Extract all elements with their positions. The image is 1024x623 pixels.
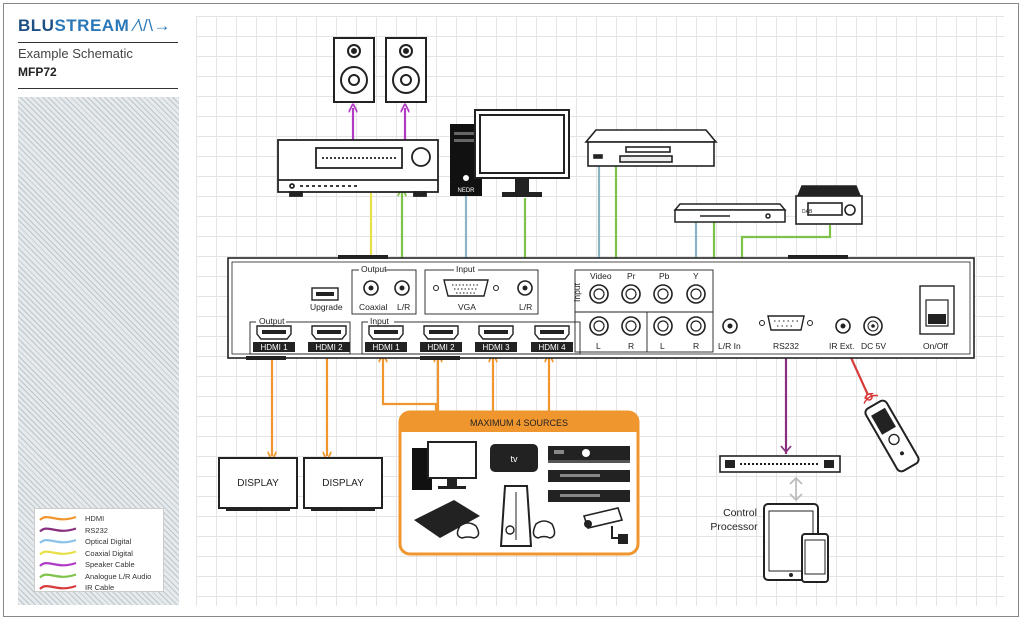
dab-radio-icon: DAB <box>795 185 863 225</box>
cable-legend <box>34 508 164 592</box>
vga-audio-port <box>517 280 533 296</box>
rs232-port <box>759 315 813 331</box>
monitor-icon <box>474 109 570 197</box>
lr-in-label: L/R In <box>718 341 741 351</box>
sidebar-rule-top <box>18 42 178 43</box>
pc-brand-label: NEDR <box>457 188 475 194</box>
control-processor-icon <box>719 455 841 473</box>
control-processor-label-line2: Processor <box>710 521 758 533</box>
dc5v-label: DC 5V <box>861 341 886 351</box>
legend-label-coaxial-digital: Coaxial Digital <box>85 548 133 558</box>
legend-label-speaker-cable: Speaker Cable <box>85 560 135 569</box>
av-receiver-icon <box>277 139 439 197</box>
hdmi-input-2-port: HDMI 2 <box>420 325 462 352</box>
hdmi-output-group-label: Output <box>259 316 285 326</box>
source-apple-tv-icon: tv <box>490 444 538 472</box>
hdmi-in-1-cable <box>383 358 438 412</box>
control-processor-label-line1: Control <box>723 507 757 519</box>
brand-logo: BLUSTREAM ⁄\/\→ <box>18 16 171 35</box>
diagram-frame <box>3 3 1019 617</box>
rs232-label: RS232 <box>773 341 799 351</box>
audio-l-label: L <box>596 341 601 351</box>
vga-label: VGA <box>458 302 476 312</box>
coaxial-port <box>363 280 379 296</box>
vga-input-group-label: Input <box>456 264 476 274</box>
upgrade-label: Upgrade <box>310 302 343 312</box>
vga-port <box>433 279 499 297</box>
ir-ext-label: IR Ext. <box>829 341 855 351</box>
legend-label-ir-cable: IR Cable <box>85 583 115 592</box>
dvd-player-icon <box>673 203 787 223</box>
legend-label-optical-digital: Optical Digital <box>85 537 132 546</box>
display-2-label: DISPLAY <box>322 478 364 489</box>
onoff-label: On/Off <box>923 341 949 351</box>
usb-upgrade-port <box>311 287 339 301</box>
display-1-icon: DISPLAY <box>218 457 298 511</box>
pr-label: Pr <box>627 271 636 281</box>
model-name: MFP72 <box>18 65 57 79</box>
pb-label: Pb <box>659 271 670 281</box>
source-pc-icon <box>412 441 477 490</box>
display-1-label: DISPLAY <box>237 478 279 489</box>
hdmi-output-2-label: HDMI 2 <box>315 343 343 352</box>
source-bluray-icon <box>548 490 630 502</box>
y-label: Y <box>693 271 699 281</box>
vga-audio-label: L/R <box>519 302 532 312</box>
video-label: Video <box>590 271 612 281</box>
apple-tv-label: tv <box>510 454 518 464</box>
source-dvd-recorder-icon <box>548 470 630 482</box>
ir-remote-icon <box>863 392 920 473</box>
lr-output-port <box>394 280 410 296</box>
vcr-icon <box>584 129 718 167</box>
svg-text:DAB: DAB <box>802 209 813 215</box>
power-switch <box>919 285 955 335</box>
speaker-left-icon <box>333 37 375 103</box>
coaxial-label: Coaxial <box>359 302 387 312</box>
hdmi-input-3-port: HDMI 3 <box>475 325 517 352</box>
hdmi-output-1-port: HDMI 1 <box>253 325 295 352</box>
source-cctv-camera-icon <box>582 507 628 544</box>
legend-label-analogue-l-r-audio: Analogue L/R Audio <box>85 571 152 581</box>
speaker-right-icon <box>385 37 427 103</box>
sidebar-rule-bottom <box>18 88 178 89</box>
audio-r-label: R <box>628 341 634 351</box>
hdmi-input-1-port: HDMI 1 <box>365 325 407 352</box>
ir-ext-port <box>835 318 851 334</box>
hdmi-input-4-port: HDMI 4 <box>531 325 573 352</box>
audio-l2-label: L <box>660 341 665 351</box>
audio-r2-label: R <box>693 341 699 351</box>
component-input-group-label: Input <box>572 282 582 302</box>
lr-in-port <box>722 318 738 334</box>
hdmi-input-3-label: HDMI 3 <box>482 343 510 352</box>
hdmi-output-2-port: HDMI 2 <box>308 325 350 352</box>
smartphone-icon <box>801 533 829 583</box>
hdmi-input-2-label: HDMI 2 <box>427 343 455 352</box>
hdmi-input-group-label: Input <box>370 316 390 326</box>
source-set-top-box-icon <box>548 446 630 463</box>
schematic-subtitle: Example Schematic <box>18 46 133 61</box>
hdmi-output-1-label: HDMI 1 <box>260 343 288 352</box>
display-2-icon: DISPLAY <box>303 457 383 511</box>
hdmi-input-4-label: HDMI 4 <box>538 343 566 352</box>
source-playstation-icon <box>414 500 480 539</box>
legend-label-rs232: RS232 <box>85 525 108 535</box>
lr-output-label: L/R <box>397 302 410 312</box>
legend-label-hdmi: HDMI <box>85 514 105 523</box>
sources-title: MAXIMUM 4 SOURCES <box>470 418 568 428</box>
audio-output-group-label: Output <box>361 264 387 274</box>
hdmi-input-1-label: HDMI 1 <box>372 343 400 352</box>
source-xbox-icon <box>499 485 556 547</box>
dc-power-port <box>863 316 883 336</box>
